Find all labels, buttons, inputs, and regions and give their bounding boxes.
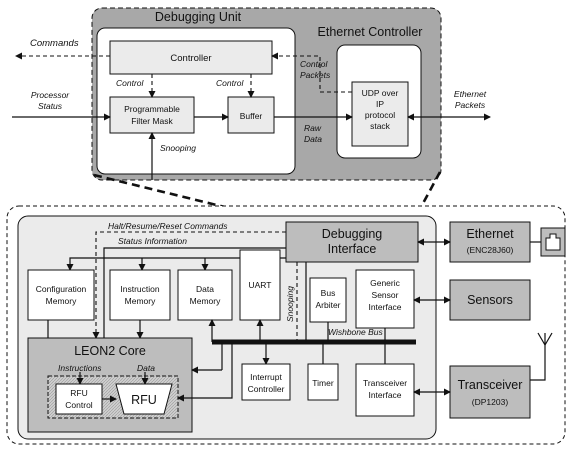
config-memory-label-2: Memory xyxy=(46,296,77,306)
gen-sensor-label-2: Sensor xyxy=(372,290,399,300)
data-memory-label-2: Memory xyxy=(190,296,221,306)
configuration-memory-block xyxy=(27,269,95,321)
programmable-filter-label-1: Programmable xyxy=(124,104,180,114)
ethernet-jack-icon xyxy=(540,227,566,257)
rfu-control-block xyxy=(55,383,103,415)
transceiver-if-label-1: Transceiver xyxy=(363,378,407,388)
controller-label: Controller xyxy=(170,53,211,64)
control-label-left: Control xyxy=(116,78,145,88)
ethernet-device-block xyxy=(449,221,531,263)
rfu-block xyxy=(115,383,173,415)
data-memory-block xyxy=(177,269,233,321)
control-packets-label-2: Packets xyxy=(300,70,331,80)
generic-sensor-interface-block xyxy=(355,269,415,329)
control-label-right: Control xyxy=(216,78,245,88)
uart-label: UART xyxy=(249,280,272,290)
rfu-control-label-1: RFU xyxy=(70,388,87,398)
rfu-label: RFU xyxy=(131,393,157,407)
udp-label-4: stack xyxy=(370,121,391,131)
ethernet-controller-title: Ethernet Controller xyxy=(318,25,423,39)
bus-arbiter-label-1: Bus xyxy=(321,288,336,298)
leon2-core-label: LEON2 Core xyxy=(74,344,146,358)
control-packets-label-1: Control xyxy=(300,59,329,69)
sensors-block xyxy=(449,279,531,321)
bus-arbiter-block xyxy=(309,277,347,323)
programmable-filter-label-2: Filter Mask xyxy=(131,116,173,126)
snooping-top-label: Snooping xyxy=(160,143,196,153)
processor-status-label-1: Processor xyxy=(31,90,70,100)
interrupt-label-2: Controller xyxy=(248,384,285,394)
udp-label-1: UDP over xyxy=(362,88,399,98)
transceiver-device-label-1: Transceiver xyxy=(458,378,523,392)
transceiver-device-block xyxy=(449,365,531,419)
status-info-label: Status Information xyxy=(118,236,187,246)
transceiver-if-label-2: Interface xyxy=(368,390,401,400)
debugging-unit-title: Debugging Unit xyxy=(155,10,242,24)
data-memory-label-1: Data xyxy=(196,284,214,294)
udp-label-3: protocol xyxy=(365,110,395,120)
rfu-control-label-2: Control xyxy=(65,400,93,410)
interrupt-controller-block xyxy=(241,363,291,401)
transceiver-interface-block xyxy=(355,363,415,417)
ethernet-packets-label-1: Ethernet xyxy=(454,89,487,99)
ethernet-device-label-2: (ENC28J60) xyxy=(467,245,514,255)
gen-sensor-label-3: Interface xyxy=(368,302,401,312)
processor-status-label-2: Status xyxy=(38,101,63,111)
udp-label-2: IP xyxy=(376,99,384,109)
antenna-icon xyxy=(530,332,553,381)
instruction-memory-block xyxy=(109,269,171,321)
rfu-bus-link xyxy=(177,342,233,402)
debugging-interface-block xyxy=(285,221,419,263)
ethernet-device-label-1: Ethernet xyxy=(466,227,514,241)
instr-memory-label-2: Memory xyxy=(125,296,156,306)
wishbone-bus-label: Wishbone Bus xyxy=(328,327,383,337)
instr-memory-label-1: Instruction xyxy=(120,284,159,294)
snooping-bottom-label: Snooping xyxy=(285,286,295,322)
raw-data-label-1: Raw xyxy=(304,123,322,133)
halt-resume-label: Halt/Resume/Reset Commands xyxy=(108,221,228,231)
raw-data-label-2: Data xyxy=(304,134,322,144)
status-info-line xyxy=(103,247,286,338)
bus-arbiter-label-2: Arbiter xyxy=(315,300,340,310)
buffer-label: Buffer xyxy=(240,111,263,121)
udp-ip-stack-block xyxy=(351,81,409,147)
sensors-label: Sensors xyxy=(467,293,513,307)
debugging-interface-label-1: Debugging xyxy=(322,227,383,241)
gen-sensor-label-1: Generic xyxy=(370,278,401,288)
uart-block xyxy=(239,249,281,321)
timer-block xyxy=(307,363,339,401)
config-memory-label-1: Configuration xyxy=(36,284,87,294)
commands-label: Commands xyxy=(30,38,79,49)
zoom-line-left xyxy=(93,173,287,224)
interrupt-label-1: Interrupt xyxy=(250,372,282,382)
transceiver-device-label-2: (DP1203) xyxy=(472,397,509,407)
data-label: Data xyxy=(137,363,155,373)
memory-distribution-line xyxy=(66,257,286,271)
instructions-label: Instructions xyxy=(58,363,102,373)
ethernet-packets-label-2: Packets xyxy=(455,100,486,110)
halt-resume-line xyxy=(92,231,286,339)
timer-label: Timer xyxy=(312,378,334,388)
debugging-interface-label-2: Interface xyxy=(328,242,377,256)
programmable-filter-mask-block xyxy=(109,96,195,134)
control-packets-arrow xyxy=(271,52,352,93)
